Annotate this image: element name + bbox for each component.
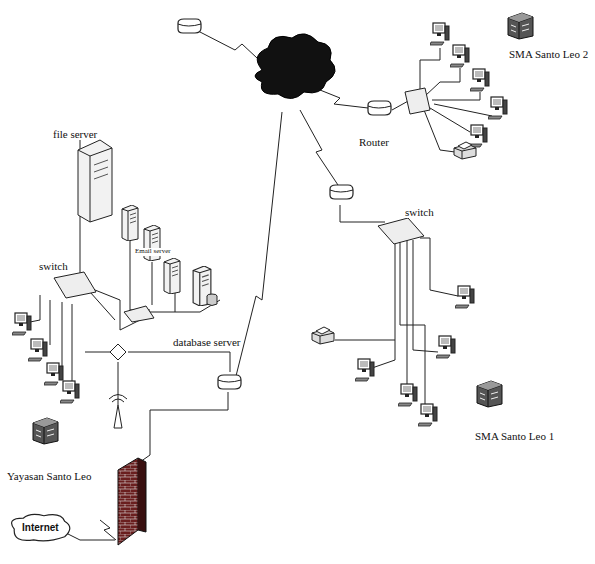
server-icon bbox=[164, 258, 180, 294]
server-label: file server bbox=[52, 128, 98, 140]
server-label: Email server bbox=[134, 248, 172, 256]
site-label: SMA Santo Leo 1 bbox=[474, 430, 555, 442]
firewall-icon bbox=[118, 458, 146, 545]
pc-icon bbox=[488, 97, 507, 119]
building-icon bbox=[477, 381, 502, 407]
switch-icon bbox=[405, 88, 430, 114]
server-label: database server bbox=[172, 336, 242, 348]
switch-icon bbox=[124, 306, 154, 322]
router-icon bbox=[330, 185, 353, 199]
building-icon bbox=[508, 13, 533, 39]
cloud-label: Internet bbox=[22, 522, 59, 533]
pc-icon bbox=[436, 336, 455, 358]
router-icon bbox=[218, 375, 241, 389]
router-icon bbox=[178, 19, 201, 33]
switch-label: switch bbox=[38, 260, 69, 272]
pc-icon bbox=[470, 69, 489, 91]
printer-icon bbox=[312, 327, 334, 344]
pc-icon bbox=[450, 45, 469, 67]
file-server-icon bbox=[78, 140, 112, 222]
site-label: Yayasan Santo Leo bbox=[6, 470, 92, 482]
pc-icon bbox=[398, 384, 417, 406]
pc-icon bbox=[28, 339, 47, 361]
site-label: SMA Santo Leo 2 bbox=[508, 48, 589, 60]
pc-icon bbox=[12, 313, 31, 335]
wires bbox=[30, 32, 492, 540]
device-label: Router bbox=[358, 136, 390, 148]
pc-icon bbox=[355, 359, 374, 381]
printer-icon bbox=[454, 142, 476, 159]
router-icon bbox=[368, 101, 391, 115]
pc-icon bbox=[468, 125, 487, 147]
database-server-icon bbox=[193, 266, 217, 306]
cloud-outline bbox=[12, 514, 70, 541]
access-point-icon bbox=[109, 395, 127, 429]
wan-cloud bbox=[255, 34, 335, 99]
switch-icon bbox=[54, 272, 96, 298]
internet-cloud: Internet bbox=[6, 512, 75, 543]
pc-icon bbox=[44, 363, 63, 385]
pc-icon bbox=[455, 286, 474, 308]
server-icon bbox=[122, 205, 138, 241]
pc-icon bbox=[60, 381, 79, 403]
lightning-link bbox=[100, 520, 116, 540]
switch-icon bbox=[378, 218, 424, 244]
pc-icon bbox=[418, 404, 437, 426]
building-icon bbox=[33, 418, 58, 444]
hub-icon bbox=[110, 344, 126, 360]
pc-icon bbox=[430, 23, 449, 45]
switch-label: switch bbox=[404, 206, 435, 218]
